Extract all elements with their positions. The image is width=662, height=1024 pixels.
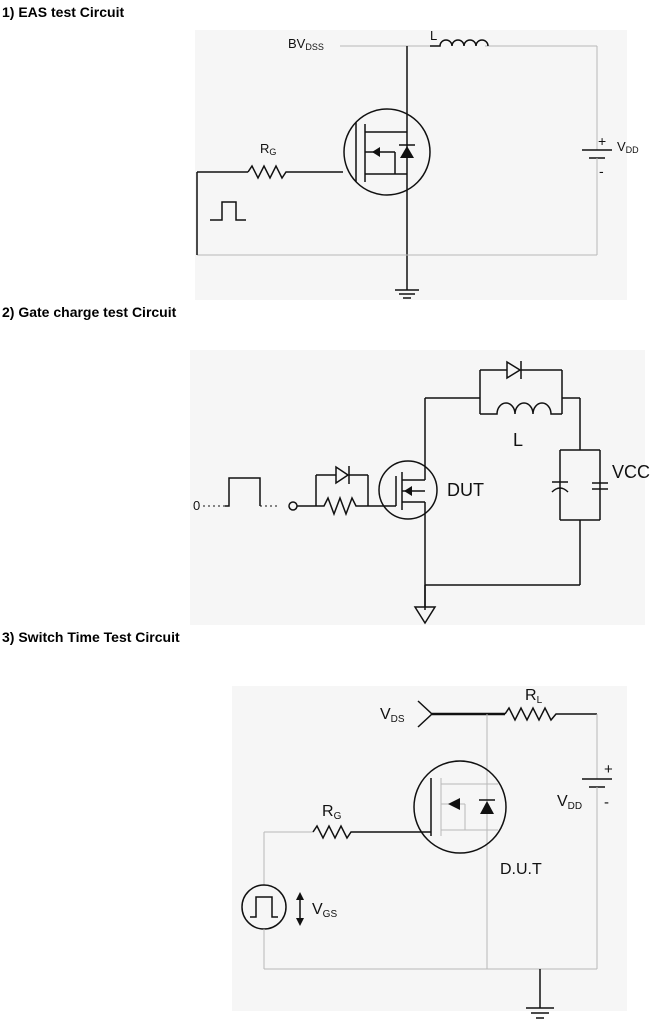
eas-test-circuit: BVDSS L RG + VDD - bbox=[195, 28, 639, 300]
label-vds-sub: DS bbox=[391, 714, 405, 725]
svg-text:VDD: VDD bbox=[557, 793, 582, 812]
svg-text:BVDSS: BVDSS bbox=[288, 36, 324, 52]
mosfet-icon bbox=[413, 760, 507, 854]
label-dut: DUT bbox=[447, 480, 484, 500]
section-title-switch-time: 3) Switch Time Test Circuit bbox=[2, 629, 180, 645]
gate-charge-test-circuit: 0 DUT L VCC bbox=[190, 350, 650, 625]
resistor-rl bbox=[504, 706, 597, 722]
svg-text:RG: RG bbox=[322, 803, 342, 822]
ground-icon bbox=[526, 1007, 554, 1019]
pulse-icon bbox=[225, 477, 261, 507]
svg-text:RG: RG bbox=[260, 141, 276, 157]
inductor-l bbox=[430, 39, 489, 47]
resistor-rg bbox=[312, 824, 431, 840]
label-vgs: V bbox=[312, 901, 323, 918]
label-zero: 0 bbox=[193, 498, 200, 513]
label-vdd: V bbox=[617, 139, 626, 154]
mosfet-icon bbox=[343, 108, 431, 196]
label-rl: R bbox=[525, 687, 537, 704]
label-inductor-l: L bbox=[430, 28, 437, 43]
label-plus: + bbox=[604, 761, 613, 778]
mosfet-icon bbox=[378, 460, 438, 520]
svg-text:RL: RL bbox=[525, 687, 543, 706]
section-title-gate-charge: 2) Gate charge test Circuit bbox=[2, 304, 177, 320]
label-bvdss: BV bbox=[288, 36, 306, 51]
label-plus: + bbox=[598, 133, 606, 149]
ground-icon bbox=[395, 289, 419, 299]
label-rg-sub: G bbox=[269, 147, 276, 157]
capacitor-icon bbox=[551, 481, 569, 493]
label-vdd: V bbox=[557, 793, 568, 810]
pulse-icon bbox=[210, 201, 246, 221]
pulse-icon bbox=[250, 896, 278, 918]
label-vcc: VCC bbox=[612, 462, 650, 482]
label-vdd-sub: DD bbox=[568, 801, 582, 812]
section-title-eas: 1) EAS test Circuit bbox=[2, 4, 125, 20]
svg-text:VGS: VGS bbox=[312, 901, 337, 920]
label-rg: R bbox=[322, 803, 334, 820]
diode-icon bbox=[506, 360, 522, 380]
capacitor-icon bbox=[592, 482, 608, 490]
label-vdd-sub: DD bbox=[626, 145, 639, 155]
resistor-1k bbox=[316, 495, 376, 517]
label-rg-sub: G bbox=[334, 811, 342, 822]
label-bvdss-sub: DSS bbox=[305, 42, 324, 52]
inductor-l bbox=[480, 402, 562, 415]
label-minus: - bbox=[599, 163, 604, 179]
label-rl-sub: L bbox=[537, 695, 543, 706]
label-inductor-l: L bbox=[513, 430, 523, 450]
svg-text:VDD: VDD bbox=[617, 139, 639, 155]
label-rg: R bbox=[260, 141, 269, 156]
switch-time-test-circuit: VDS RL + - VDD RG VGS D.U.T bbox=[232, 686, 627, 1019]
resistor-rg bbox=[247, 164, 343, 180]
label-vds: V bbox=[380, 706, 391, 723]
label-minus: - bbox=[604, 794, 609, 811]
diode-icon bbox=[335, 465, 350, 485]
label-dut: D.U.T bbox=[500, 861, 542, 878]
svg-text:VDS: VDS bbox=[380, 706, 405, 725]
label-vgs-sub: GS bbox=[323, 909, 338, 920]
